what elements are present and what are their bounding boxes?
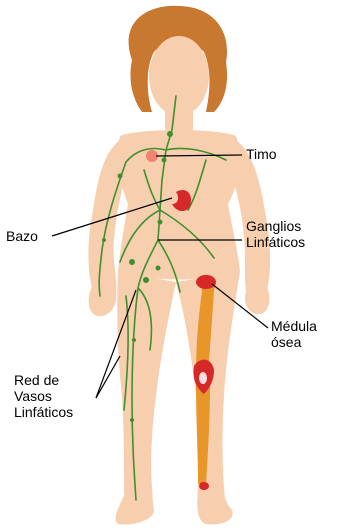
head — [149, 36, 209, 116]
label-ganglios-linfaticos: Ganglios Linfáticos — [246, 218, 305, 250]
label-timo: Timo — [246, 146, 277, 162]
label-medula-osea: Médula ósea — [271, 318, 317, 350]
leader-line-red-2 — [96, 356, 120, 398]
left-foot — [116, 494, 154, 525]
label-red-de-vasos-linfaticos: Red de Vasos Linfáticos — [14, 372, 73, 420]
label-bazo: Bazo — [6, 228, 38, 244]
right-foot — [197, 490, 232, 524]
